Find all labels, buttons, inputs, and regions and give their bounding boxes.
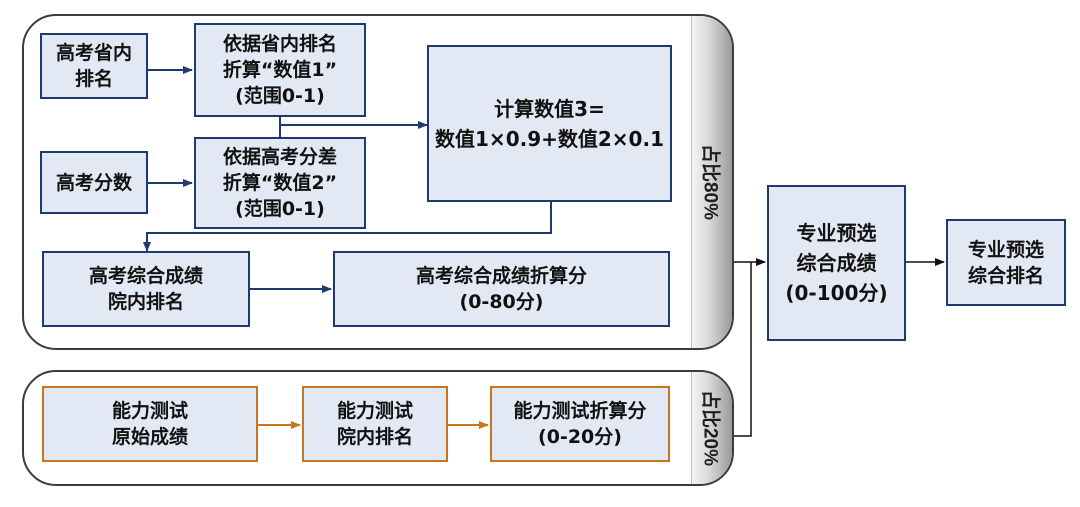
ability-raw-score-box: 能力测试 原始成绩	[42, 386, 258, 462]
ability-share-tab: 占比20%	[691, 372, 732, 484]
ability-rank-box: 能力测试 院内排名	[302, 386, 448, 462]
calc-value2-box: 依据高考分差 折算“数值2” (范围0-1)	[194, 137, 366, 229]
calc-value3-box: 计算数值3= 数值1×0.9+数值2×0.1	[427, 45, 672, 202]
link-bottom-to-preselect	[734, 262, 752, 437]
gaokao-share-tab: 占比80%	[691, 16, 732, 348]
gaokao-score-box: 高考分数	[40, 151, 148, 214]
ability-converted-score-box: 能力测试折算分 (0-20分)	[490, 386, 670, 462]
composite-score-box: 高考综合成绩折算分 (0-80分)	[333, 251, 670, 327]
gaokao-province-rank-box: 高考省内 排名	[40, 33, 148, 99]
preselect-composite-score-box: 专业预选 综合成绩 (0-100分)	[767, 185, 906, 341]
calc-value1-box: 依据省内排名 折算“数值1” (范围0-1)	[194, 23, 366, 117]
composite-rank-box: 高考综合成绩 院内排名	[42, 251, 250, 327]
arrow-value3-to-composite-rank	[143, 202, 552, 252]
preselect-composite-rank-box: 专业预选 综合排名	[946, 219, 1066, 306]
